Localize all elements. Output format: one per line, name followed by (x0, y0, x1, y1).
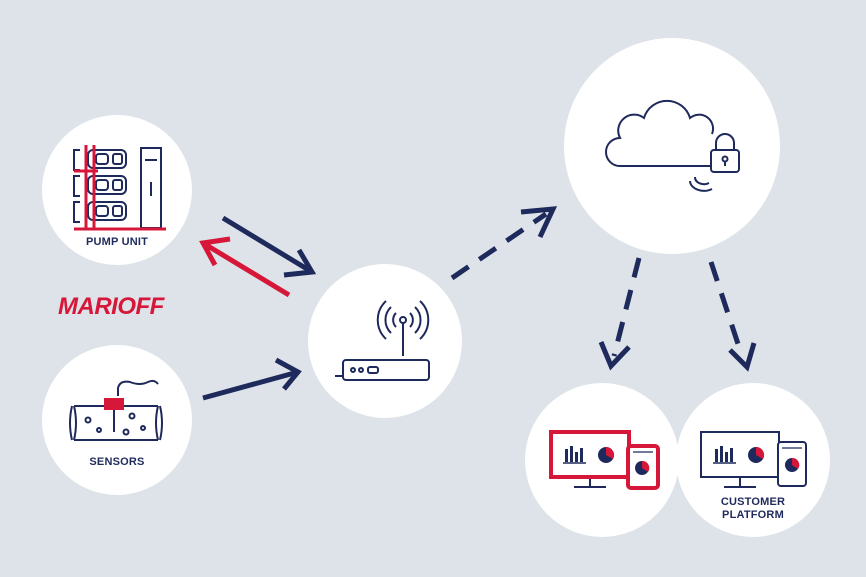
customer-platform-label-line1: CUSTOMER (720, 496, 786, 508)
customer-platform-label-line2: PLATFORM (722, 509, 784, 521)
customer-dashboard-icon (700, 431, 807, 488)
cloud-to-monitor-arrow (598, 257, 642, 371)
sensors-to-router-arrow (202, 357, 302, 401)
sensors-label: SENSORS (89, 456, 145, 468)
sensors-node (42, 345, 192, 495)
cloud-to-customer-platform-arrow (708, 261, 757, 372)
pump-to-router-arrow (221, 215, 317, 278)
cloud-node (564, 38, 780, 254)
dashboard-monitor-tablet-icon (549, 430, 660, 490)
wireless-router-icon (335, 300, 430, 381)
pump-unit-label: PUMP UNIT (85, 236, 149, 248)
router-node (308, 264, 462, 418)
pump-unit-icon (73, 147, 162, 229)
sensor-probe-icon (104, 398, 124, 410)
router-to-pump-arrow (199, 236, 291, 298)
secure-cloud-icon (605, 99, 740, 192)
customer-platform-label: CUSTOMER PLATFORM (703, 496, 803, 522)
router-to-cloud-arrow (450, 206, 558, 281)
pump-frame-icon (74, 145, 166, 231)
marioff-logo: MARIOFF (58, 293, 164, 320)
